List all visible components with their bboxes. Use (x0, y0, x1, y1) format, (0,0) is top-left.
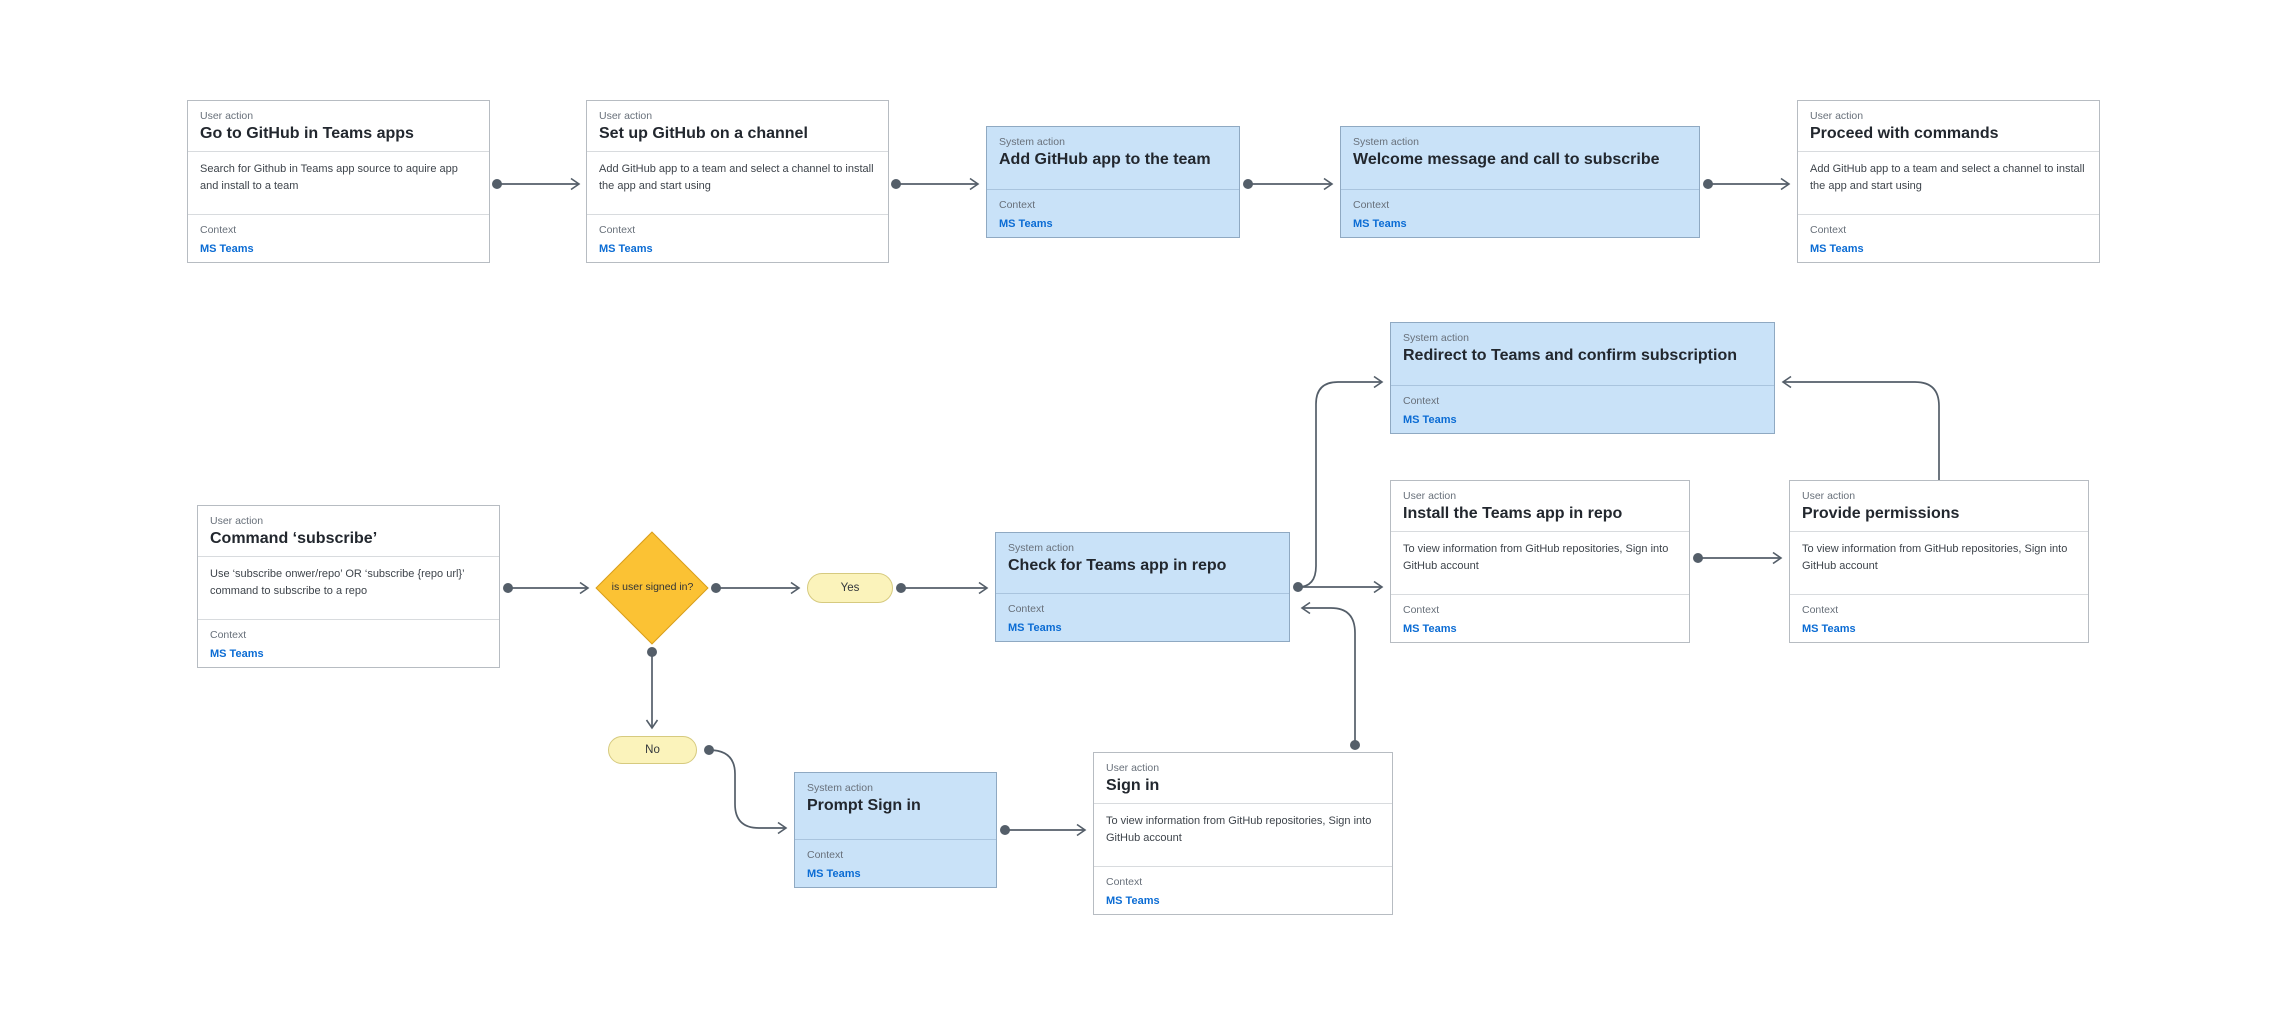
action-type-label: User action (1810, 110, 1864, 122)
node-header: User action Provide permissions (1790, 481, 2088, 531)
action-type-label: System action (999, 136, 1065, 148)
ms-teams-link[interactable]: MS Teams (1810, 243, 1864, 255)
ms-teams-link[interactable]: MS Teams (200, 243, 254, 255)
node-title: Install the Teams app in repo (1403, 505, 1623, 522)
node-header: User action Sign in (1094, 753, 1392, 803)
node-context: Context MS Teams (1391, 385, 1774, 433)
context-label: Context (807, 849, 844, 861)
node-title: Sign in (1106, 777, 1160, 794)
node-provide-permissions: User action Provide permissions To view … (1789, 480, 2089, 643)
context-label: Context (210, 629, 247, 641)
node-context: Context MS Teams (1790, 594, 2088, 642)
action-type-label: User action (1106, 762, 1160, 774)
context-label: Context (1008, 603, 1045, 615)
node-add-github-app-to-the-team: System action Add GitHub app to the team… (986, 126, 1240, 238)
context-label: Context (999, 199, 1036, 211)
ms-teams-link[interactable]: MS Teams (1353, 218, 1407, 230)
context-label: Context (1802, 604, 1839, 616)
ms-teams-link[interactable]: MS Teams (1106, 895, 1160, 907)
node-description: Add GitHub app to a team and select a ch… (587, 151, 888, 214)
context-label: Context (599, 224, 636, 236)
ms-teams-link[interactable]: MS Teams (999, 218, 1053, 230)
node-header: User action Install the Teams app in rep… (1391, 481, 1689, 531)
node-description: Add GitHub app to a team and select a ch… (1798, 151, 2099, 214)
context-label: Context (1353, 199, 1390, 211)
node-header: System action Check for Teams app in rep… (996, 533, 1289, 593)
action-type-label: User action (200, 110, 254, 122)
ms-teams-link[interactable]: MS Teams (1802, 623, 1856, 635)
node-welcome-message-and-call-to-subscribe: System action Welcome message and call t… (1340, 126, 1700, 238)
node-header: System action Welcome message and call t… (1341, 127, 1699, 189)
action-type-label: User action (1802, 490, 1856, 502)
node-title: Prompt Sign in (807, 797, 921, 814)
context-label: Context (1810, 224, 1847, 236)
node-description: To view information from GitHub reposito… (1391, 531, 1689, 594)
action-type-label: System action (1353, 136, 1419, 148)
node-context: Context MS Teams (996, 593, 1289, 641)
ms-teams-link[interactable]: MS Teams (599, 243, 653, 255)
node-title: Add GitHub app to the team (999, 151, 1211, 168)
node-title: Set up GitHub on a channel (599, 125, 808, 142)
node-install-the-teams-app-in-repo: User action Install the Teams app in rep… (1390, 480, 1690, 643)
node-sign-in: User action Sign in To view information … (1093, 752, 1393, 915)
node-context: Context MS Teams (1094, 866, 1392, 914)
yes-branch-pill: Yes (807, 573, 893, 603)
node-header: System action Prompt Sign in (795, 773, 996, 839)
node-header: User action Proceed with commands (1798, 101, 2099, 151)
node-go-to-github-in-teams-apps: User action Go to GitHub in Teams apps S… (187, 100, 490, 263)
ms-teams-link[interactable]: MS Teams (1403, 623, 1457, 635)
node-context: Context MS Teams (1798, 214, 2099, 262)
node-title: Proceed with commands (1810, 125, 1999, 142)
node-description: Search for Github in Teams app source to… (188, 151, 489, 214)
action-type-label: System action (807, 782, 873, 794)
node-set-up-github-on-a-channel: User action Set up GitHub on a channel A… (586, 100, 889, 263)
node-description: Use ‘subscribe onwer/repo’ OR ‘subscribe… (198, 556, 499, 619)
node-context: Context MS Teams (188, 214, 489, 262)
node-context: Context MS Teams (1391, 594, 1689, 642)
node-context: Context MS Teams (795, 839, 996, 887)
action-type-label: System action (1403, 332, 1469, 344)
node-command-subscribe: User action Command ‘subscribe’ Use ‘sub… (197, 505, 500, 668)
node-title: Welcome message and call to subscribe (1353, 151, 1660, 168)
decision-diamond (595, 531, 709, 645)
node-header: User action Command ‘subscribe’ (198, 506, 499, 556)
node-proceed-with-commands: User action Proceed with commands Add Gi… (1797, 100, 2100, 263)
node-title: Command ‘subscribe’ (210, 530, 378, 547)
node-context: Context MS Teams (987, 189, 1239, 237)
ms-teams-link[interactable]: MS Teams (210, 648, 264, 660)
action-type-label: User action (1403, 490, 1457, 502)
context-label: Context (1106, 876, 1143, 888)
node-header: System action Redirect to Teams and conf… (1391, 323, 1774, 385)
node-prompt-sign-in: System action Prompt Sign in Context MS … (794, 772, 997, 888)
node-title: Check for Teams app in repo (1008, 557, 1227, 574)
action-type-label: System action (1008, 542, 1074, 554)
context-label: Context (1403, 604, 1440, 616)
ms-teams-link[interactable]: MS Teams (1403, 414, 1457, 426)
node-redirect-to-teams-and-confirm-subscription: System action Redirect to Teams and conf… (1390, 322, 1775, 434)
context-label: Context (1403, 395, 1440, 407)
node-description: To view information from GitHub reposito… (1094, 803, 1392, 866)
node-description: To view information from GitHub reposito… (1790, 531, 2088, 594)
node-header: User action Set up GitHub on a channel (587, 101, 888, 151)
ms-teams-link[interactable]: MS Teams (807, 868, 861, 880)
ms-teams-link[interactable]: MS Teams (1008, 622, 1062, 634)
node-context: Context MS Teams (198, 619, 499, 667)
node-check-for-teams-app-in-repo: System action Check for Teams app in rep… (995, 532, 1290, 642)
node-context: Context MS Teams (587, 214, 888, 262)
node-title: Provide permissions (1802, 505, 1960, 522)
context-label: Context (200, 224, 237, 236)
action-type-label: User action (210, 515, 264, 527)
node-header: System action Add GitHub app to the team (987, 127, 1239, 189)
node-title: Redirect to Teams and confirm subscripti… (1403, 347, 1737, 364)
node-context: Context MS Teams (1341, 189, 1699, 237)
node-header: User action Go to GitHub in Teams apps (188, 101, 489, 151)
action-type-label: User action (599, 110, 653, 122)
node-title: Go to GitHub in Teams apps (200, 125, 414, 142)
no-branch-pill: No (608, 736, 697, 764)
